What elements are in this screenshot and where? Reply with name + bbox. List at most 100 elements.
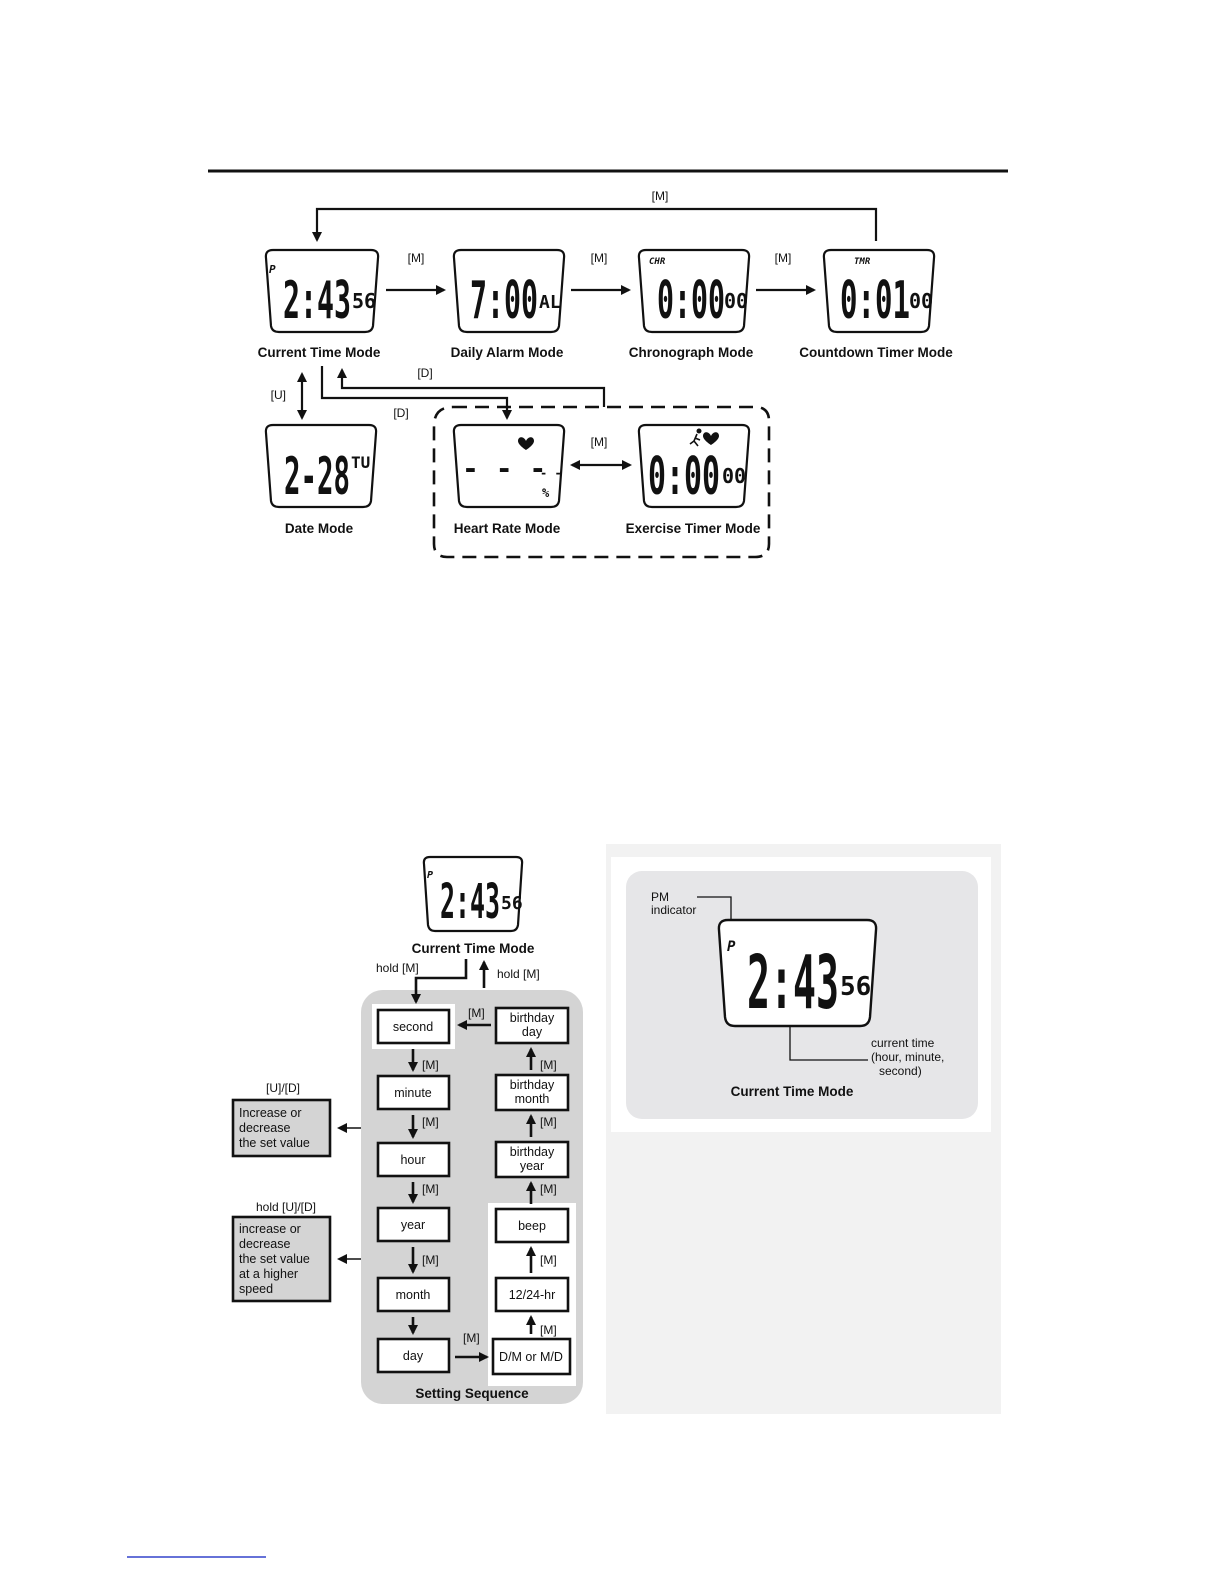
hold-ud-note-line: the set value	[239, 1252, 310, 1266]
step-key: [M]	[540, 1323, 557, 1337]
setting-birthday-day-line1: birthday	[510, 1011, 555, 1025]
setting-hour	[376, 1141, 451, 1178]
percent-indicator: %	[542, 486, 550, 500]
arrow-hold-m-enter	[411, 959, 468, 1004]
watch-current-time-small: P 2:43 56 Current Time Mode	[412, 855, 535, 956]
label-chronograph-mode: Chronograph Mode	[629, 345, 754, 360]
key-m: [M]	[408, 251, 425, 265]
lcd-seconds: 56	[352, 289, 376, 313]
step-key: [M]	[540, 1115, 557, 1129]
setting-date-format-label: D/M or M/D	[499, 1350, 563, 1364]
arrow-current-to-heart-rate	[320, 366, 512, 420]
key-m: [M]	[775, 251, 792, 265]
setting-year-label: year	[401, 1218, 425, 1232]
setting-beep-label: beep	[518, 1219, 546, 1233]
key-u: [U]	[271, 388, 286, 402]
arrow-timer-to-current	[312, 207, 878, 242]
pm-indicator: P	[269, 263, 276, 276]
ud-note-line: decrease	[239, 1121, 290, 1135]
setting-hour-label: hour	[400, 1153, 425, 1167]
hold-ud-label: hold [U]/[D]	[256, 1200, 316, 1214]
label-exercise-timer-mode: Exercise Timer Mode	[626, 521, 761, 536]
step-key: [M]	[463, 1331, 480, 1345]
ud-note-box	[231, 1098, 332, 1158]
setting-birthday-month	[494, 1073, 570, 1112]
setting-birthday-year	[494, 1140, 570, 1179]
setting-second	[376, 1008, 451, 1045]
setting-year	[376, 1206, 451, 1243]
setting-birthday-day-line2: day	[522, 1025, 543, 1039]
hold-ud-note-line: increase or	[239, 1222, 301, 1236]
watch-current-time: P 2:43 56 Current Time Mode	[258, 248, 381, 360]
ud-note-line: Increase or	[239, 1106, 302, 1120]
lcd-digits: 0:00	[657, 271, 725, 331]
lcd-digits: 2:43	[747, 940, 839, 1026]
ud-label: [U]/[D]	[266, 1081, 300, 1095]
heart-icon	[703, 432, 719, 445]
lcd-dashes: - - -	[462, 452, 546, 485]
setting-month-label: month	[396, 1288, 431, 1302]
weekday-indicator: TU	[351, 453, 370, 472]
current-time-note: (hour, minute,	[871, 1050, 944, 1064]
label-daily-alarm-mode: Daily Alarm Mode	[451, 345, 564, 360]
label-current-time-mode: Current Time Mode	[258, 345, 381, 360]
lcd-seconds: 56	[840, 972, 871, 1002]
tmr-indicator: TMR	[854, 257, 871, 267]
alarm-indicator: AL	[539, 292, 561, 313]
hrm-group-outline	[432, 405, 771, 559]
left-column: second minute hour year month day	[376, 1008, 451, 1374]
key-m: [M]	[591, 251, 608, 265]
lcd-digits: 7:00	[470, 271, 538, 331]
lcd-digits: 0:01	[840, 271, 910, 331]
watch-chronograph: CHR 0:00 00 Chronograph Mode	[629, 248, 754, 360]
key-m: [M]	[591, 435, 608, 449]
step-key: [M]	[540, 1058, 557, 1072]
setting-birthday-year-line2: year	[520, 1159, 544, 1173]
pm-indicator: P	[727, 939, 736, 955]
setting-sequence-label: Setting Sequence	[415, 1386, 529, 1401]
hold-ud-note-line: at a higher	[239, 1267, 298, 1281]
detail-panel: PM indicator P 2:43 56 current time (hou…	[606, 844, 1001, 1414]
setting-second-label: second	[393, 1020, 433, 1034]
step-key: [M]	[422, 1115, 439, 1129]
setting-birthday-year-line1: birthday	[510, 1145, 555, 1159]
current-time-note: second)	[879, 1064, 922, 1078]
step-key: [M]	[540, 1182, 557, 1196]
time-callout-line	[789, 1025, 868, 1061]
lcd-seconds: 00	[909, 289, 933, 313]
key-d: [D]	[417, 366, 432, 380]
lcd-digits: 2:43	[440, 874, 500, 930]
watch-heart-rate: - - - - - % Heart Rate Mode	[452, 423, 566, 536]
heart-icon	[518, 437, 534, 450]
pm-indicator-label: indicator	[651, 903, 696, 917]
lcd-digits: 2:43	[283, 271, 351, 331]
step-key: [M]	[422, 1182, 439, 1196]
lcd-hundredths: 00	[724, 289, 748, 313]
watch-current-time-large: P 2:43 56	[717, 918, 878, 1028]
mode-diagram: P 2:43 56 Current Time Mode 7:00 AL Dail…	[258, 189, 953, 559]
setting-month	[376, 1276, 451, 1313]
hold-m-label: hold [M]	[376, 961, 419, 975]
lcd-small-dashes: - -	[540, 466, 562, 480]
label-current-time-mode: Current Time Mode	[731, 1084, 854, 1099]
setting-12-24-hr	[494, 1276, 570, 1313]
step-key: [M]	[422, 1253, 439, 1267]
watch-countdown-timer: TMR 0:01 00 Countdown Timer Mode	[799, 248, 953, 360]
lcd-seconds: 00	[722, 464, 746, 488]
hold-ud-note-line: speed	[239, 1282, 273, 1296]
pm-indicator-label: PM	[651, 890, 669, 904]
setting-12-24-hr-label: 12/24-hr	[509, 1288, 556, 1302]
label-countdown-timer-mode: Countdown Timer Mode	[799, 345, 953, 360]
right-column-arrows: [M] [M] [M] [M] [M]	[526, 1047, 557, 1337]
watch-date: 2-28 TU Date Mode	[264, 423, 378, 536]
hold-m-label: hold [M]	[497, 967, 540, 981]
setting-minute	[376, 1074, 451, 1111]
step-key: [M]	[422, 1058, 439, 1072]
lcd-digits: 0:00	[648, 447, 720, 507]
chr-indicator: CHR	[649, 257, 666, 267]
ud-note-line: the set value	[239, 1136, 310, 1150]
lcd-digits: 2-28	[284, 447, 350, 507]
setting-date-format	[491, 1337, 572, 1376]
setting-birthday-month-line1: birthday	[510, 1078, 555, 1092]
